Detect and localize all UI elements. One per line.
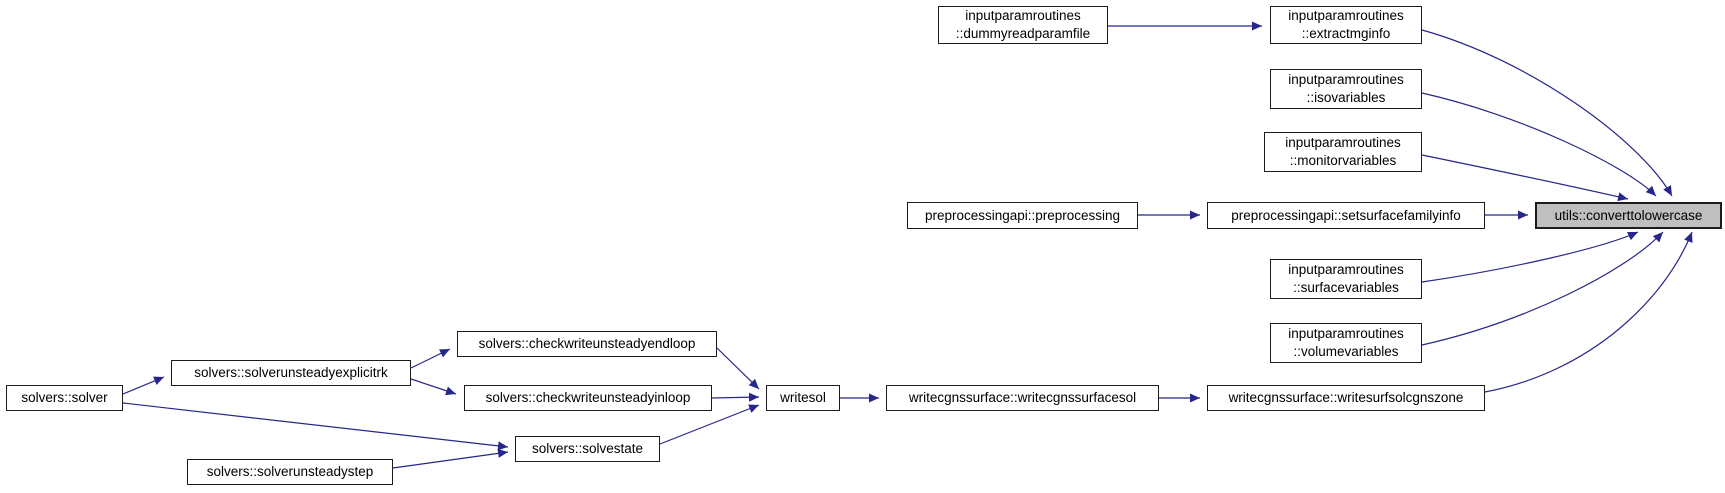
node-label: inputparamroutines [1288,262,1404,277]
node-label: inputparamroutines [1288,326,1404,341]
node-label: inputparamroutines [1288,8,1404,23]
node-label: writecgnssurface::writesurfsolcgnszone [1228,390,1464,405]
call-edge-volumevariables-to-converttolowercase [1421,231,1664,346]
call-edge-surfacevariables-to-converttolowercase [1421,231,1639,283]
node-label: inputparamroutines [1285,135,1401,150]
graph-node-checkwriteunsteadyinloop[interactable]: solvers::checkwriteunsteadyinloop [464,385,712,411]
graph-node-surfacevariables[interactable]: inputparamroutines::surfacevariables [1270,259,1422,299]
graph-node-setsurfacefamilyinfo[interactable]: preprocessingapi::setsurfacefamilyinfo [1207,202,1485,229]
node-label: ::extractmginfo [1301,26,1391,41]
graph-node-solvestate[interactable]: solvers::solvestate [515,436,660,462]
graph-node-checkwriteunsteadyendloop[interactable]: solvers::checkwriteunsteadyendloop [457,331,717,357]
call-edge-solverunsteadyexplicitrk-to-checkwriteunsteadyendloop [410,348,451,369]
node-label: solvers::checkwriteunsteadyinloop [485,390,691,405]
call-edge-solvestate-to-writesol [659,404,760,445]
node-label: inputparamroutines [965,8,1081,23]
node-label: ::surfacevariables [1293,280,1399,295]
call-edge-solverunsteadyexplicitrk-to-checkwriteunsteadyinloop [410,378,457,396]
node-label: solvers::checkwriteunsteadyendloop [478,336,696,351]
graph-node-isovariables[interactable]: inputparamroutines::isovariables [1270,69,1422,109]
graph-node-solverunsteadyexplicitrk[interactable]: solvers::solverunsteadyexplicitrk [171,360,411,386]
graph-node-writesurfsolcgnszone[interactable]: writecgnssurface::writesurfsolcgnszone [1207,385,1485,411]
node-label: solvers::solverunsteadystep [206,464,374,479]
node-label: ::volumevariables [1293,344,1399,359]
call-edge-checkwriteunsteadyinloop-to-writesol [711,392,760,402]
node-label: ::monitorvariables [1289,153,1397,168]
call-edge-solverunsteadystep-to-solvestate [392,448,509,469]
graph-node-writesol[interactable]: writesol [766,385,840,411]
call-edge-checkwriteunsteadyendloop-to-writesol [716,347,760,390]
call-edge-writesurfsolcgnszone-to-converttolowercase [1484,231,1693,393]
node-label: ::dummyreadparamfile [955,26,1091,41]
node-label: solvers::solver [21,390,108,405]
node-label: solvers::solverunsteadyexplicitrk [194,365,388,380]
node-label: preprocessingapi::preprocessing [924,207,1121,223]
node-label: solvers::solvestate [531,441,644,456]
node-label: inputparamroutines [1288,72,1404,87]
graph-node-dummyreadparamfile[interactable]: inputparamroutines::dummyreadparamfile [938,6,1108,44]
call-edge-solver-to-solvestate [122,402,509,451]
node-label: writesol [780,390,826,405]
node-label: writecgnssurface::writecgnssurfacesol [908,390,1137,405]
call-edge-extractmginfo-to-converttolowercase [1421,29,1673,197]
graph-node-solver[interactable]: solvers::solver [6,385,123,411]
node-label: utils::converttolowercase [1554,207,1703,223]
graph-node-converttolowercase: utils::converttolowercase [1535,202,1722,229]
graph-node-volumevariables[interactable]: inputparamroutines::volumevariables [1270,323,1422,363]
call-edge-isovariables-to-converttolowercase [1421,92,1657,197]
graph-node-writecgnssurfacesol[interactable]: writecgnssurface::writecgnssurfacesol [886,385,1159,411]
graph-node-solverunsteadystep[interactable]: solvers::solverunsteadystep [187,459,393,485]
graph-node-monitorvariables[interactable]: inputparamroutines::monitorvariables [1264,132,1422,172]
call-edge-solver-to-solverunsteadyexplicitrk [122,376,165,395]
node-label: ::isovariables [1306,90,1386,105]
graph-node-preprocessing[interactable]: preprocessingapi::preprocessing [907,202,1138,229]
call-edge-monitorvariables-to-converttolowercase [1421,154,1629,202]
graph-node-extractmginfo[interactable]: inputparamroutines::extractmginfo [1270,6,1422,44]
node-label: preprocessingapi::setsurfacefamilyinfo [1231,207,1461,223]
